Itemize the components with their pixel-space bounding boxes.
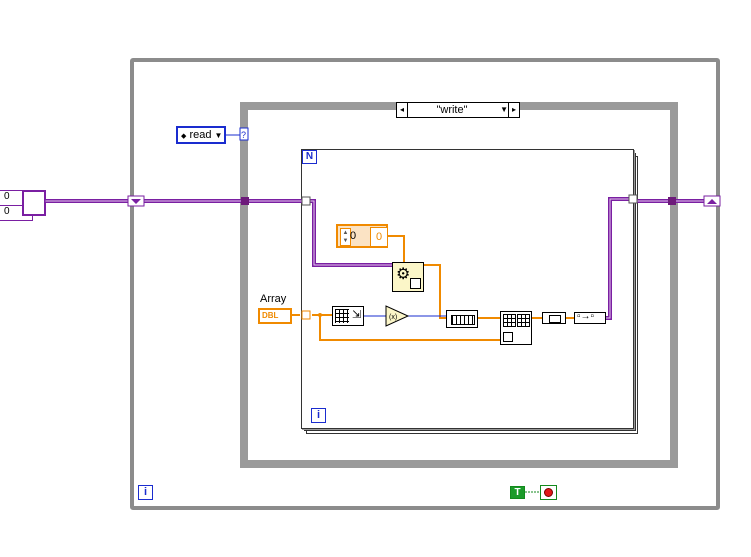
case-selector-label: "write": [436, 104, 468, 116]
for-tunnel-cluster-out: [628, 194, 638, 204]
array-grid-icon: [335, 309, 349, 323]
array-row-icon: [451, 315, 475, 325]
numeric-element[interactable]: 0: [370, 227, 388, 247]
case-selector[interactable]: ◂ "write" ▼ ▸: [396, 102, 520, 118]
property-node[interactable]: ⚙: [392, 262, 424, 292]
outer-loop-iteration-terminal[interactable]: i: [138, 485, 153, 500]
grid-icon: [503, 314, 516, 327]
wire-value: [424, 264, 446, 319]
stop-icon: [544, 488, 553, 497]
svg-text:?: ?: [241, 130, 246, 140]
case-selector-terminal: [239, 127, 249, 141]
wire-index: [388, 235, 405, 262]
case-next-icon[interactable]: ▸: [508, 103, 519, 117]
convert-arrow-icon: ▫→▫: [577, 311, 595, 322]
stop-condition-terminal[interactable]: [540, 485, 557, 500]
for-loop-count-terminal[interactable]: N: [302, 150, 317, 164]
chevron-down-icon[interactable]: ▼: [500, 105, 508, 114]
numeric-index-value[interactable]: 0: [350, 230, 357, 242]
true-constant[interactable]: T: [510, 486, 525, 499]
array-label: Array: [260, 293, 287, 305]
enum-value: read: [189, 129, 212, 141]
inner-loop-iteration-terminal[interactable]: i: [311, 408, 326, 423]
subset-arrow-icon: ⇲: [352, 309, 362, 321]
array-indicator[interactable]: 0 0: [0, 190, 46, 224]
chevron-down-icon[interactable]: ▼: [214, 131, 223, 140]
case-tunnel-out: [668, 197, 676, 205]
case-tunnel-in: [241, 197, 249, 205]
reshape-array-node[interactable]: [446, 310, 478, 328]
for-loop-structure[interactable]: [301, 149, 634, 429]
wire-array-branch: [319, 315, 500, 341]
enum-arrows-icon: ◆: [181, 133, 187, 140]
for-tunnel-cluster-in: [301, 196, 311, 206]
multiply-node: [385, 305, 410, 327]
variant-icon: [549, 315, 561, 323]
build-2d-array-node[interactable]: [500, 311, 532, 345]
while-loop-structure[interactable]: [130, 58, 720, 510]
wire-junction: [318, 313, 322, 317]
output-box-icon: [410, 278, 421, 289]
gear-icon: ⚙: [396, 266, 411, 283]
array-subset-node[interactable]: ⇲: [332, 306, 364, 326]
for-tunnel-array-in: [301, 310, 311, 320]
grid-icon: [517, 314, 530, 327]
index-stepper-icon[interactable]: ▲▼: [340, 228, 351, 246]
svg-text:(x): (x): [389, 314, 397, 321]
case-prev-icon[interactable]: ◂: [397, 103, 408, 117]
numeric-array-constant[interactable]: ▲▼ 0 0: [336, 224, 388, 248]
array-element-box: [22, 190, 46, 216]
array-input-terminal[interactable]: DBL: [258, 308, 292, 324]
to-variant-node[interactable]: [542, 312, 566, 324]
grid-icon: [503, 332, 513, 342]
variant-to-data-node[interactable]: ▫→▫: [574, 311, 606, 324]
enum-constant[interactable]: ◆ read ▼: [176, 126, 226, 144]
